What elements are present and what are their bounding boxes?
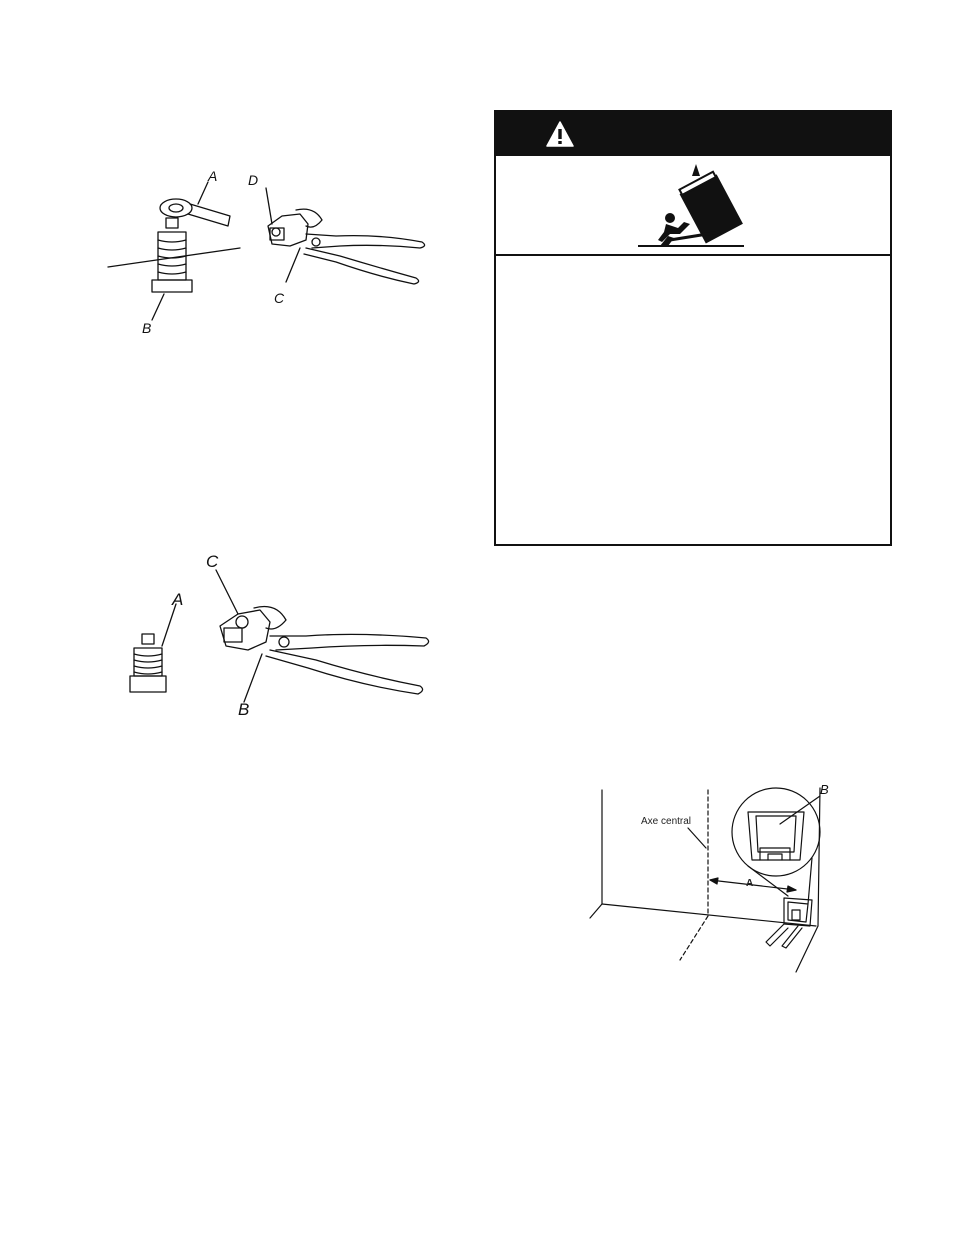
figure2-label-b: B: [238, 700, 250, 719]
figure3-label-a: A: [746, 878, 754, 889]
figure1-label-d: D: [248, 172, 259, 188]
warning-header: [496, 112, 890, 156]
warning-triangle-icon: [546, 121, 574, 147]
tip-over-hazard-icon: [638, 164, 744, 247]
warning-box: [494, 110, 892, 546]
figure1-label-c: C: [274, 290, 285, 306]
warning-pictogram-area: [496, 156, 890, 256]
anti-tip-bracket-illustration: [589, 787, 821, 973]
figure-anti-tip-bracket: Axe central A B: [584, 776, 844, 976]
figure3-label-axis: Axe central: [641, 816, 692, 827]
leg-pliers-illustration: [129, 569, 430, 703]
figure1-label-a: A: [208, 168, 218, 184]
figure3-label-b: B: [820, 782, 829, 797]
figure1-label-b: B: [142, 320, 152, 336]
figure-leg-pliers: C A B: [120, 550, 440, 725]
figure2-label-a: A: [172, 590, 184, 609]
leveling-leg-illustration: [107, 181, 426, 321]
figure-leveling-leg-wrench: A D C B: [100, 160, 440, 340]
figure2-label-c: C: [206, 552, 219, 571]
warning-body: [496, 256, 890, 544]
